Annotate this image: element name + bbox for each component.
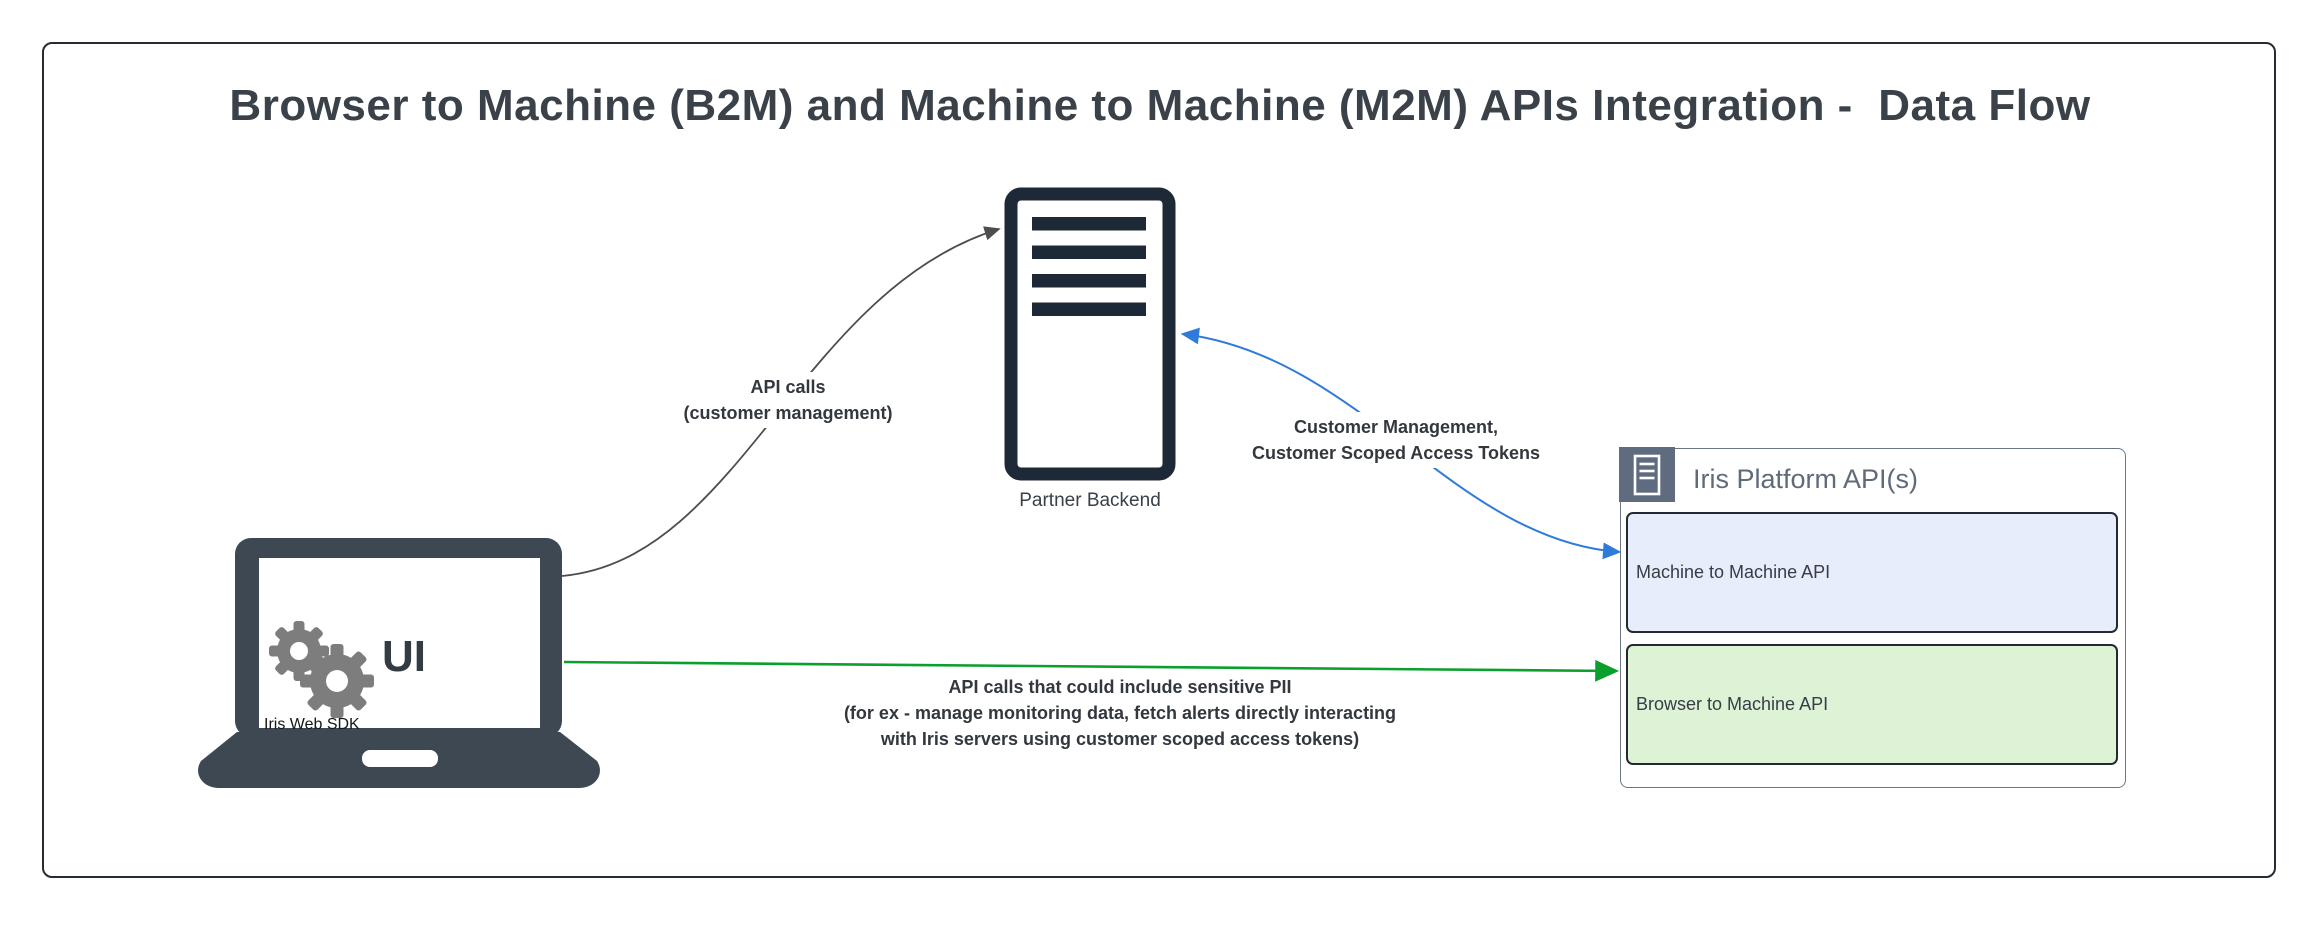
ui-client-node [198,538,600,788]
diagram-title: Browser to Machine (B2M) and Machine to … [229,81,2091,130]
partner-backend-node [1004,187,1176,481]
b2m-api-node: Browser to Machine API [1626,644,2118,765]
server-badge-icon [1633,454,1661,495]
ui-to-partner-edge-label: API calls (customer management) [677,372,899,428]
server-rack-icon [1004,187,1176,481]
ui-to-b2m-edge [563,659,1620,682]
iris-platform-title: Iris Platform API(s) [1693,464,1919,494]
server-rack-bars [1032,217,1146,316]
partner-backend-label: Partner Backend [1019,490,1161,511]
m2m-api-node: Machine to Machine API [1626,512,2118,633]
ui-to-b2m-edge-label: API calls that could include sensitive P… [837,672,1403,754]
b2m-api-label: Browser to Machine API [1636,694,1829,714]
laptop-trackpad-slot [362,750,438,767]
iris-web-sdk-label: Iris Web SDK [264,716,360,733]
server-badge [1619,447,1675,502]
iris-platform-group: Iris Platform API(s) Machine to Machine … [1619,447,2126,788]
ui-client-label: UI [382,632,426,681]
m2m-api-label: Machine to Machine API [1636,562,1831,582]
partner-m2m-edge-label: Customer Management, Customer Scoped Acc… [1245,412,1547,468]
gears-icon [269,621,374,718]
